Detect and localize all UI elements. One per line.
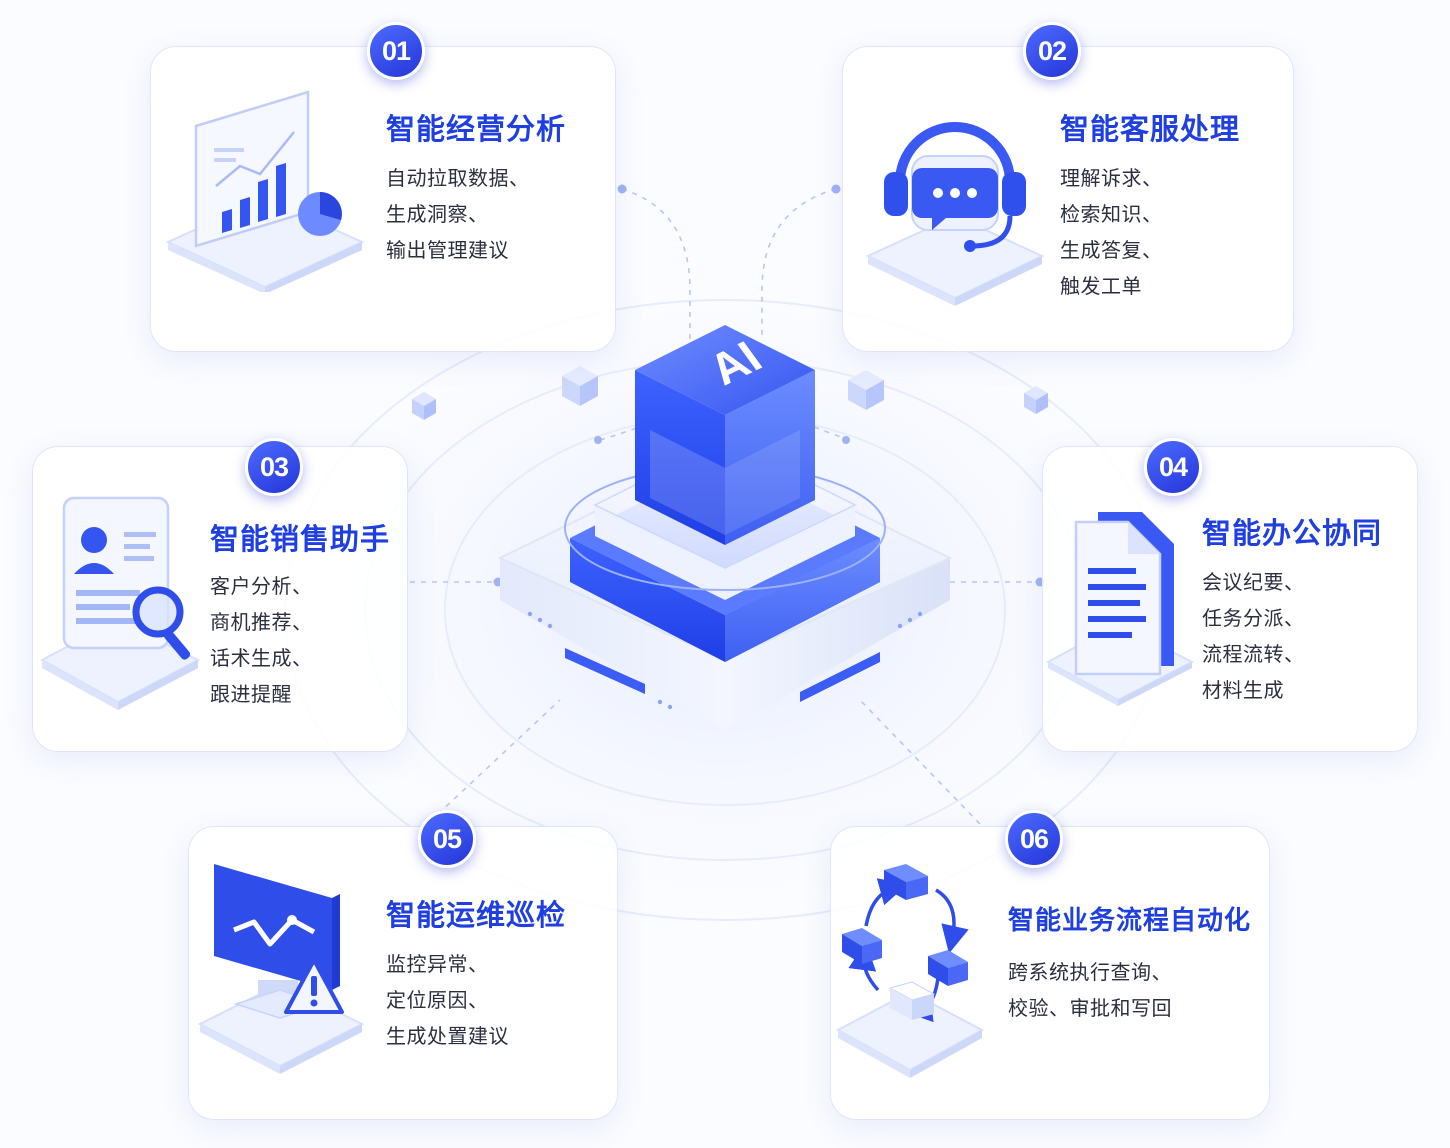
card-line: 跨系统执行查询、 xyxy=(1008,960,1172,984)
card-title: 智能运维巡检 xyxy=(386,898,567,932)
card-number-badge: 01 xyxy=(367,22,425,80)
card-title: 智能业务流程自动化 xyxy=(1008,906,1252,936)
card-line: 理解诉求、 xyxy=(1060,166,1163,190)
card-number-badge: 05 xyxy=(418,810,476,868)
card-line: 会议纪要、 xyxy=(1202,570,1305,594)
documents-icon xyxy=(1046,506,1196,706)
card-description: 自动拉取数据、 生成洞察、 输出管理建议 xyxy=(386,160,530,268)
card-line: 检索知识、 xyxy=(1060,202,1163,226)
card-line: 任务分派、 xyxy=(1202,606,1305,630)
card-title: 智能客服处理 xyxy=(1060,112,1241,146)
card-description: 跨系统执行查询、 校验、审批和写回 xyxy=(1008,954,1172,1026)
bar-chart-icon xyxy=(160,82,370,292)
card-title: 智能经营分析 xyxy=(386,112,567,146)
card-line: 生成答复、 xyxy=(1060,238,1163,262)
card-ops-inspection xyxy=(188,826,618,1120)
card-number-badge: 06 xyxy=(1005,810,1063,868)
card-line: 触发工单 xyxy=(1060,274,1142,298)
card-line: 校验、审批和写回 xyxy=(1008,996,1172,1020)
card-line: 流程流转、 xyxy=(1202,642,1305,666)
card-title: 智能办公协同 xyxy=(1202,516,1383,550)
card-title: 智能销售助手 xyxy=(210,522,391,556)
card-description: 客户分析、 商机推荐、 话术生成、 跟进提醒 xyxy=(210,568,313,712)
card-line: 生成洞察、 xyxy=(386,202,489,226)
card-line: 材料生成 xyxy=(1202,678,1284,702)
card-description: 理解诉求、 检索知识、 生成答复、 触发工单 xyxy=(1060,160,1163,304)
ai-platform-illustration: AI xyxy=(490,300,960,770)
card-line: 跟进提醒 xyxy=(210,682,292,706)
card-number-badge: 02 xyxy=(1023,22,1081,80)
monitor-warning-icon xyxy=(196,854,368,1076)
card-line: 话术生成、 xyxy=(210,646,313,670)
card-description: 监控异常、 定位原因、 生成处置建议 xyxy=(386,946,509,1054)
card-line: 生成处置建议 xyxy=(386,1024,509,1048)
card-description: 会议纪要、 任务分派、 流程流转、 材料生成 xyxy=(1202,564,1305,708)
card-line: 定位原因、 xyxy=(386,988,489,1012)
card-line: 输出管理建议 xyxy=(386,238,509,262)
card-number-badge: 04 xyxy=(1144,438,1202,496)
workflow-cycle-icon xyxy=(836,860,986,1080)
card-line: 客户分析、 xyxy=(210,574,313,598)
card-line: 商机推荐、 xyxy=(210,610,313,634)
card-number-badge: 03 xyxy=(245,438,303,496)
card-line: 自动拉取数据、 xyxy=(386,166,530,190)
headset-chat-icon xyxy=(860,96,1050,306)
card-line: 监控异常、 xyxy=(386,952,489,976)
profile-search-icon xyxy=(38,490,208,712)
